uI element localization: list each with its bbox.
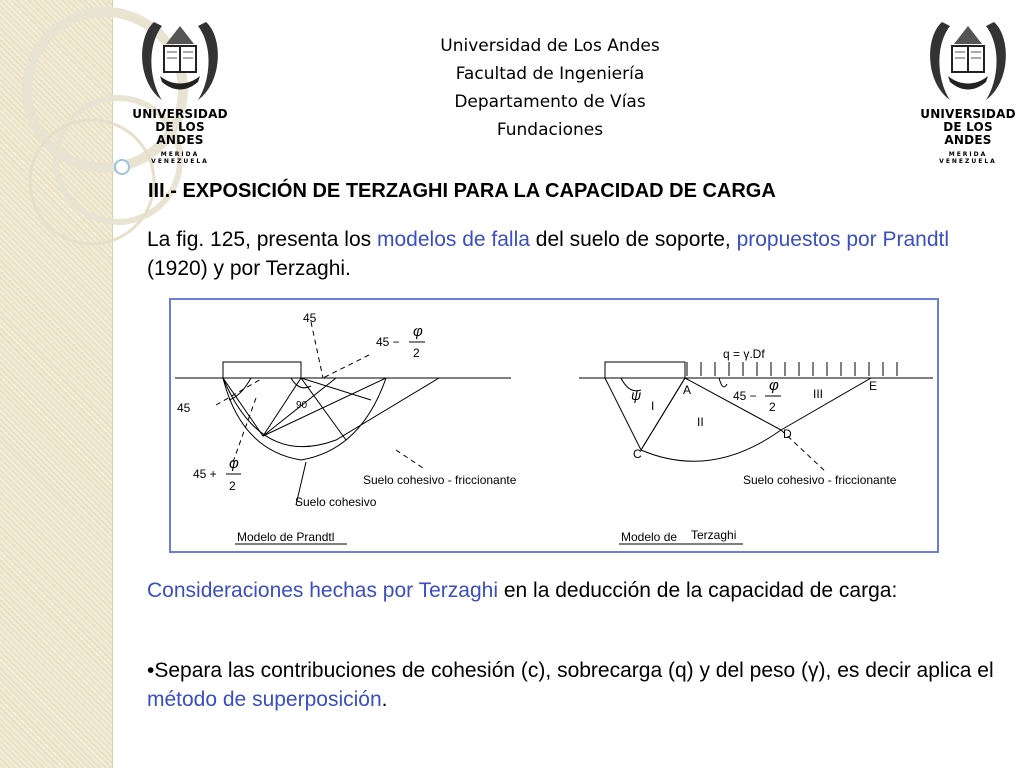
- prandtl-angle-90: 90: [296, 400, 308, 411]
- terzaghi-caption-a: Modelo de: [621, 530, 677, 544]
- terzaghi-angle: 45 −: [733, 389, 757, 403]
- terzaghi-zone-1: I: [651, 399, 654, 413]
- prandtl-caption: Modelo de Prandtl: [237, 530, 334, 544]
- logo-name: UNIVERSIDAD DE LOS ANDES: [920, 108, 1016, 147]
- considerations-paragraph: Consideraciones hechas por Terzaghi en l…: [147, 576, 1007, 605]
- logo-name-line1: UNIVERSIDAD: [132, 107, 228, 121]
- university-seal-icon: [930, 22, 1006, 100]
- terzaghi-two: 2: [769, 400, 776, 414]
- prandtl-angle-left: 45: [177, 401, 191, 415]
- logo-name-line2: DE LOS ANDES: [155, 120, 205, 147]
- university-logo-right: UNIVERSIDAD DE LOS ANDES MERIDA VENEZUEL…: [920, 12, 1016, 165]
- bullet-gamma: γ: [808, 659, 819, 682]
- terzaghi-zone-2: II: [697, 415, 704, 429]
- bullet-text: ), es decir aplica el: [818, 659, 994, 682]
- header-university: Universidad de Los Andes: [440, 36, 660, 56]
- logo-city: MERIDA VENEZUELA: [939, 151, 997, 165]
- university-seal-icon: [142, 22, 218, 100]
- terzaghi-point-e: E: [869, 379, 877, 393]
- logo-name-line2: DE LOS ANDES: [943, 120, 993, 147]
- terzaghi-psi: ψ: [631, 387, 641, 403]
- intro-paragraph: La fig. 125, presenta los modelos de fal…: [147, 225, 1007, 283]
- logo-name-line1: UNIVERSIDAD: [920, 107, 1016, 121]
- terzaghi-phi: φ: [769, 377, 779, 394]
- superposition-bullet: •Separa las contribuciones de cohesión (…: [147, 656, 1017, 714]
- logo-city: MERIDA VENEZUELA: [151, 151, 209, 165]
- prandtl-angle-mid: 45 −: [376, 335, 400, 349]
- terzaghi-label-friccionante: Suelo cohesivo - friccionante: [743, 473, 897, 487]
- bullet-text: .: [381, 688, 388, 711]
- terzaghi-zone-3: III: [813, 387, 823, 401]
- terzaghi-point-d: D: [783, 427, 792, 441]
- decorative-left-strip: [0, 0, 113, 768]
- prandtl-two-bottom: 2: [229, 479, 236, 493]
- prandtl-phi-top: φ: [413, 323, 423, 340]
- prandtl-phi-bottom: φ: [229, 455, 239, 472]
- section-title: III.- EXPOSICIÓN DE TERZAGHI PARA LA CAP…: [148, 180, 776, 202]
- intro-text: del suelo de soporte,: [529, 228, 737, 251]
- prandtl-label-cohesivo: Suelo cohesivo: [295, 495, 377, 509]
- terzaghi-point-a: A: [683, 383, 691, 397]
- bullet-highlight-superposition: método de superposición: [147, 688, 382, 711]
- prandtl-two-top: 2: [413, 346, 420, 360]
- terzaghi-point-c: C: [633, 447, 642, 461]
- page-header: Universidad de Los Andes Facultad de Ing…: [300, 32, 800, 144]
- prandtl-diagram: [175, 321, 511, 506]
- logo-name: UNIVERSIDAD DE LOS ANDES: [132, 108, 228, 147]
- terzaghi-surcharge-label: q = γ.Df: [723, 347, 765, 361]
- header-department: Departamento de Vías: [454, 92, 646, 112]
- intro-highlight-models: modelos de falla: [377, 228, 530, 251]
- prandtl-label-friccionante: Suelo cohesivo - friccionante: [363, 473, 517, 487]
- terzaghi-caption-b: Terzaghi: [691, 528, 736, 542]
- terzaghi-diagram: [579, 361, 933, 473]
- prandtl-angle-bottom: 45 +: [193, 467, 217, 481]
- header-course: Fundaciones: [496, 120, 604, 140]
- prandtl-angle-top: 45: [303, 311, 317, 325]
- bullet-text: •Separa las contribuciones de cohesión (…: [147, 659, 809, 682]
- intro-text: La fig. 125, presenta los: [147, 228, 377, 251]
- surcharge-arrows: [686, 362, 898, 376]
- considerations-text: en la deducción de la capacidad de carga…: [498, 579, 898, 602]
- university-logo-left: UNIVERSIDAD DE LOS ANDES MERIDA VENEZUEL…: [132, 12, 228, 165]
- considerations-highlight: Consideraciones hechas por Terzaghi: [147, 579, 498, 602]
- intro-text: (1920) y por Terzaghi.: [147, 257, 351, 280]
- failure-models-figure: 45 45 − φ 2 45 90 45 + φ 2 Suelo cohesiv…: [169, 298, 939, 553]
- intro-highlight-prandtl: propuestos por Prandtl: [736, 228, 950, 251]
- header-faculty: Facultad de Ingeniería: [455, 64, 645, 84]
